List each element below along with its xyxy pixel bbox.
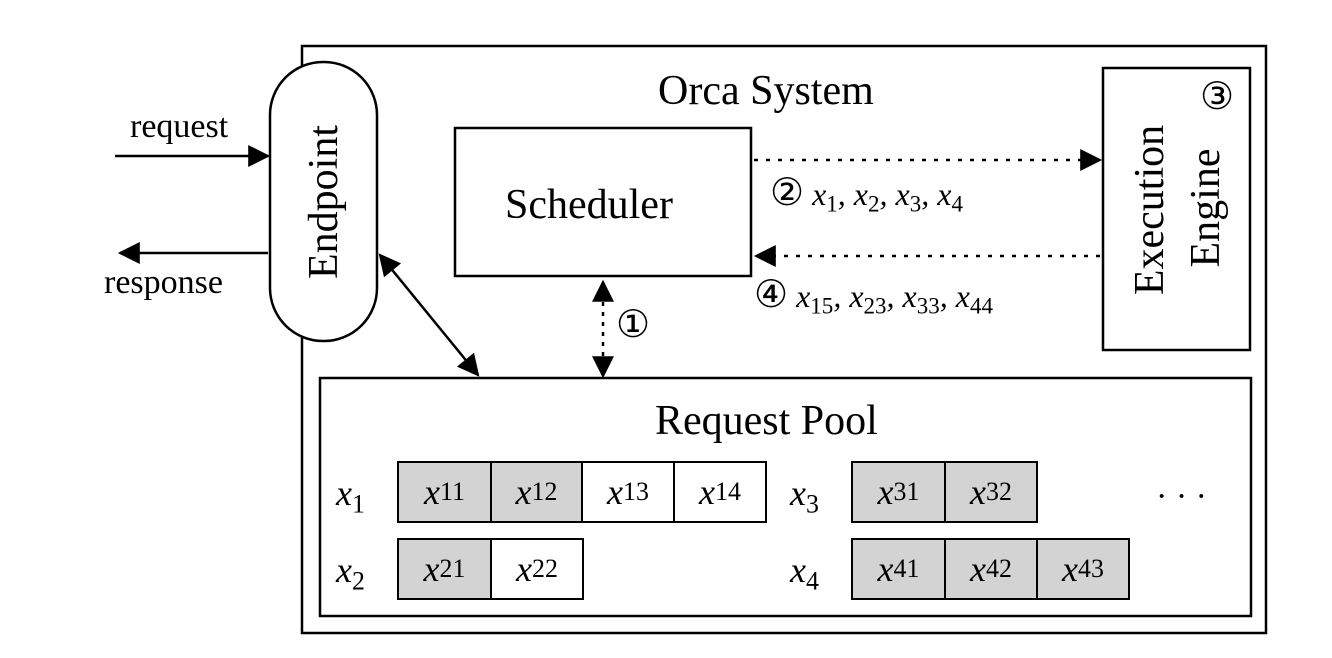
orca-system-title: Orca System [658, 68, 874, 114]
pool-ellipsis: · · · [1156, 478, 1207, 515]
step2-label: ② x1, x2, x3, x4 [770, 174, 963, 215]
step4-term-x15: x15 [796, 278, 834, 319]
orca-system-box [300, 44, 1268, 635]
step2-term-x4: x4 [937, 176, 963, 217]
pool-row-label-x4: x4 [790, 550, 819, 596]
scheduler-label: Scheduler [505, 182, 673, 228]
step3-marker: ③ [1200, 76, 1235, 118]
request-pool-title: Request Pool [655, 398, 878, 444]
step4-terms: x15, x23, x33, x44 [796, 278, 994, 319]
step2-marker: ② [770, 172, 805, 214]
pool-row-label-x3: x3 [790, 473, 819, 519]
pool-row-label-x1: x1 [336, 473, 365, 519]
step2-term-x1: x1 [812, 176, 838, 217]
step2-terms: x1, x2, x3, x4 [812, 176, 963, 217]
request-label: request [130, 108, 229, 145]
endpoint-node[interactable] [268, 60, 379, 343]
pool-row-label-x2: x2 [336, 550, 365, 596]
step4-term-x44: x44 [955, 278, 994, 319]
step2-term-x3: x3 [895, 176, 922, 217]
endpoint-pool-arrow [378, 253, 480, 377]
step4-term-x23: x23 [849, 278, 887, 319]
step4-label: ④ x15, x23, x33, x44 [754, 276, 993, 317]
step2-term-x2: x2 [853, 176, 880, 217]
step4-marker: ④ [754, 274, 789, 316]
scheduler-node[interactable] [453, 126, 753, 278]
engine-label-line2: Engine [1183, 148, 1229, 268]
engine-label-line1: Execution [1127, 124, 1173, 296]
response-label: response [104, 264, 223, 301]
execution-engine-node[interactable] [1101, 66, 1252, 352]
endpoint-label: Endpoint [301, 125, 347, 279]
step4-term-x33: x33 [902, 278, 940, 319]
step1-marker: ① [616, 304, 651, 346]
